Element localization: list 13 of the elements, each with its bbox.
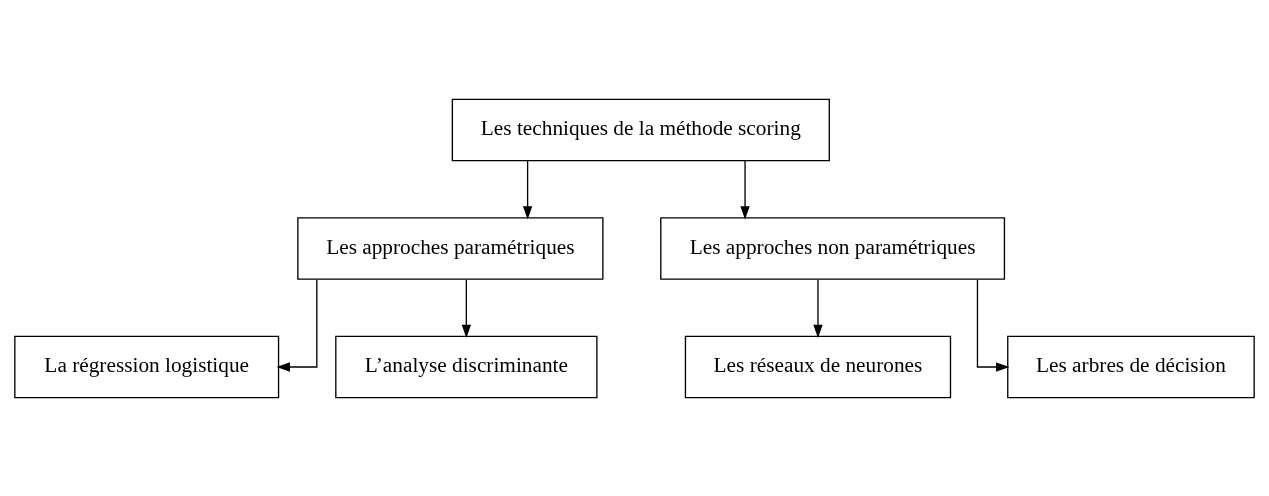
arrow [461, 278, 471, 338]
arrow [740, 159, 750, 220]
arrow [522, 159, 533, 220]
arrow [976, 278, 1010, 372]
node-box: Les approches non paramétriques [660, 216, 1006, 280]
arrow [276, 278, 318, 372]
node-box: La régression logistique [14, 335, 280, 398]
node-box: Les techniques de la méthode scoring [451, 98, 830, 161]
node-box: Les approches paramétriques [297, 216, 604, 280]
node-box: Les réseaux de neurones [684, 335, 952, 398]
node-box: L’analyse discriminante [335, 335, 598, 398]
arrow [813, 278, 823, 338]
node-box: Les arbres de décision [1007, 335, 1255, 398]
